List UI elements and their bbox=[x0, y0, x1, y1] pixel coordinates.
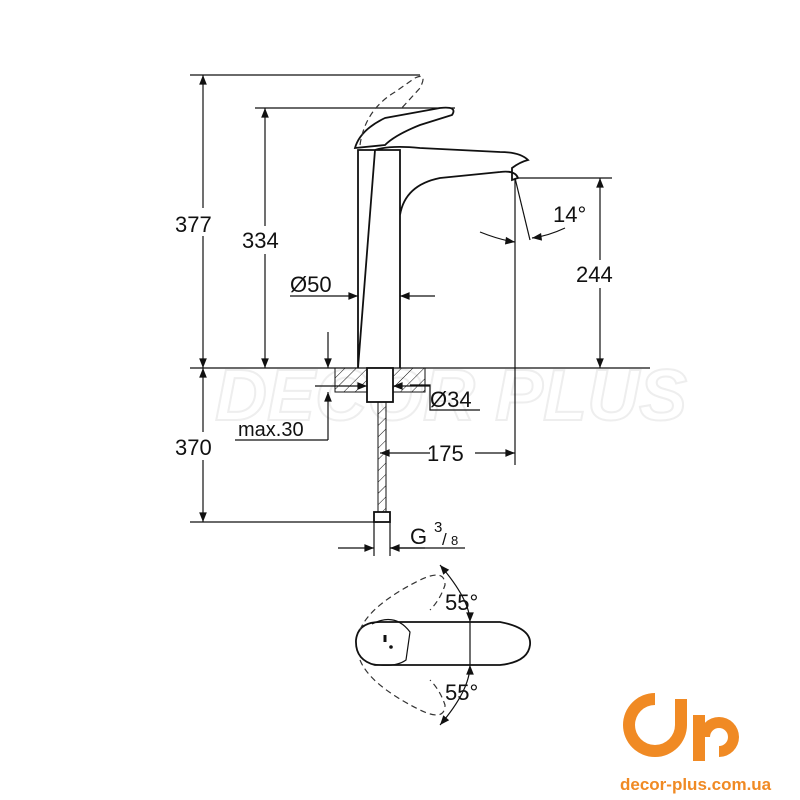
angle-line bbox=[514, 177, 531, 241]
thread-num: 3 bbox=[434, 519, 442, 536]
supply-hose bbox=[377, 401, 387, 513]
angle-14-label: 14° bbox=[553, 202, 586, 227]
rotation-right-label: 55° bbox=[445, 680, 478, 705]
thread-label: G bbox=[410, 524, 427, 549]
dim-370-label: 370 bbox=[175, 435, 212, 460]
faucet-body bbox=[357, 145, 530, 369]
dim-334-label: 334 bbox=[242, 228, 279, 253]
rotation-left-label: 55° bbox=[445, 590, 478, 615]
lever-raised-outline bbox=[359, 75, 424, 146]
lever-handle bbox=[353, 106, 455, 150]
thread-den: 8 bbox=[451, 533, 458, 548]
dim-50-label: Ø50 bbox=[290, 272, 332, 297]
dim-244-label: 244 bbox=[576, 262, 613, 287]
logo-url: decor-plus.com.ua bbox=[620, 775, 772, 794]
dim-377-label: 377 bbox=[175, 212, 212, 237]
dim-34-label: Ø34 bbox=[430, 387, 472, 412]
hose-nut bbox=[373, 511, 391, 523]
counter-section-right bbox=[392, 367, 426, 393]
dim-max30-label: max.30 bbox=[238, 419, 304, 441]
thread-slash: / bbox=[442, 530, 447, 549]
mounting-stud bbox=[366, 367, 394, 403]
counter-section-left bbox=[334, 367, 368, 393]
watermark: DECOR PLUS bbox=[215, 356, 687, 436]
decor-plus-logo bbox=[623, 693, 739, 761]
top-view bbox=[355, 564, 531, 726]
dim-175-label: 175 bbox=[427, 441, 464, 466]
